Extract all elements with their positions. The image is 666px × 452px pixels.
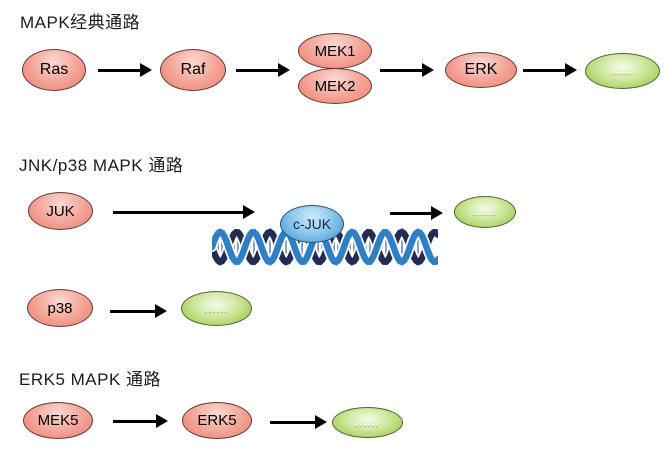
arrow-shaft	[236, 68, 278, 72]
pathway-title-classic: MAPK经典通路	[20, 13, 141, 32]
arrow-head	[155, 304, 167, 318]
right-arrow-icon	[110, 304, 167, 318]
arrow-head	[140, 63, 152, 77]
right-arrow-icon	[390, 206, 443, 220]
node-c-juk: c-JUK	[280, 205, 344, 243]
node-mek1: MEK1	[298, 33, 372, 69]
arrow-shaft	[98, 68, 140, 72]
node-juk: JUK	[28, 192, 93, 230]
arrow-shaft	[113, 419, 156, 423]
node-ras: Ras	[22, 49, 86, 91]
arrow-shaft	[380, 68, 422, 72]
arrow-head	[422, 63, 434, 77]
right-arrow-icon	[380, 63, 434, 77]
right-arrow-icon	[523, 63, 577, 77]
arrow-shaft	[390, 211, 431, 215]
arrow-head	[315, 415, 327, 429]
node-p38: p38	[27, 289, 93, 327]
arrow-head	[565, 63, 577, 77]
arrow-head	[431, 206, 443, 220]
right-arrow-icon	[113, 205, 255, 219]
arrow-shaft	[523, 68, 565, 72]
arrow-shaft	[110, 309, 155, 313]
right-arrow-icon	[236, 63, 290, 77]
node-mek2: MEK2	[298, 68, 372, 104]
node-downstream-p38: ......	[181, 291, 252, 326]
arrow-head	[156, 414, 168, 428]
node-mek5: MEK5	[23, 402, 93, 439]
node-downstream-juk: ......	[454, 196, 516, 228]
node-erk: ERK	[445, 52, 517, 88]
node-raf: Raf	[160, 49, 226, 91]
arrow-shaft	[113, 210, 243, 214]
pathway-title-jnk-p38: JNK/p38 MAPK 通路	[19, 156, 184, 175]
pathway-title-erk5: ERK5 MAPK 通路	[19, 370, 162, 389]
right-arrow-icon	[98, 63, 152, 77]
node-downstream-classic: ......	[585, 53, 660, 89]
node-erk5: ERK5	[182, 402, 252, 439]
arrow-head	[243, 205, 255, 219]
arrow-head	[278, 63, 290, 77]
node-downstream-erk5: ......	[332, 407, 403, 438]
right-arrow-icon	[113, 414, 168, 428]
arrow-shaft	[270, 420, 315, 424]
right-arrow-icon	[270, 415, 327, 429]
